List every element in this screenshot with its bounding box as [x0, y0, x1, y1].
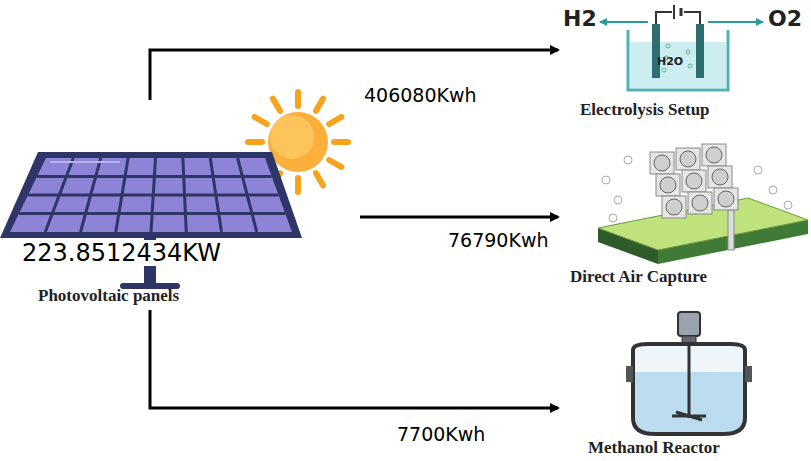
- energy-label: 76790Kwh: [446, 229, 550, 251]
- panel-caption: Photovoltaic panels: [38, 286, 179, 306]
- unit-caption: Electrolysis Setup: [580, 100, 710, 120]
- unit-caption: Methanol Reactor: [588, 438, 720, 458]
- unit-node: Direct Air Capture: [558, 140, 811, 290]
- panel-node: 223.8512434KW Photovoltaic panels: [0, 100, 360, 310]
- energy-label: 7700Kwh: [395, 423, 487, 445]
- power-value: 223.8512434KW: [20, 240, 223, 266]
- solar-panel-art: [0, 100, 360, 310]
- unit-node: Methanol Reactor: [558, 310, 811, 461]
- flow-arrow: [360, 216, 558, 219]
- water-label: H2O: [657, 55, 683, 68]
- flow-arrow: [150, 310, 558, 408]
- unit-caption: Direct Air Capture: [570, 267, 707, 287]
- flow-arrow: [150, 50, 558, 100]
- gas-label: O2: [768, 6, 802, 31]
- gas-label: H2: [563, 6, 597, 31]
- energy-label: 406080Kwh: [362, 84, 479, 106]
